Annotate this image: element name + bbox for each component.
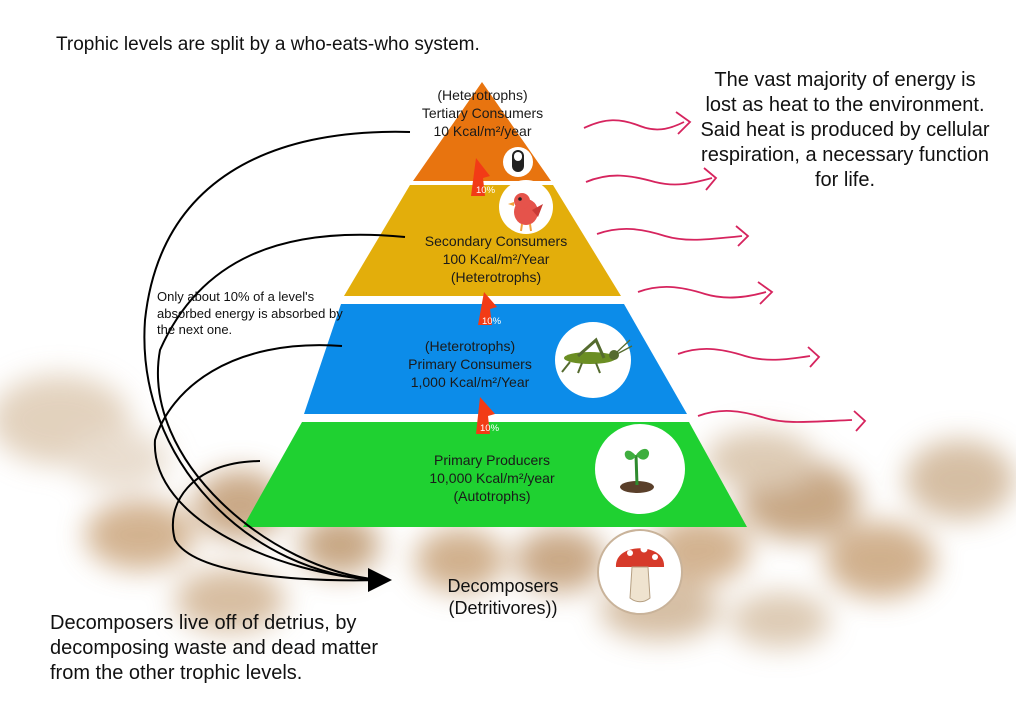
primary-consumers-line3: 1,000 Kcal/m²/Year <box>410 374 530 390</box>
transfer-label: 10% <box>476 185 496 196</box>
seedling-icon <box>595 424 685 514</box>
producers-line3: (Autotrophs) <box>453 488 531 504</box>
decomposer-arrow-head <box>368 568 392 592</box>
transfer-label: 10% <box>480 423 500 434</box>
capsule-icon <box>503 147 533 177</box>
ten-percent-note: Only about 10% of a level's absorbed ene… <box>157 289 343 337</box>
transfer-arrow-1: 10% <box>471 158 496 196</box>
primary-consumers-line2: Primary Consumers <box>408 356 532 372</box>
heat-loss-note: The vast majority of energy is lost as h… <box>700 69 990 191</box>
secondary-line1: Secondary Consumers <box>424 233 568 249</box>
page-title: Trophic levels are split by a who-eats-w… <box>56 34 480 55</box>
bird-icon <box>499 180 553 234</box>
decomposers-label-line1: Decomposers <box>447 576 559 596</box>
producers-line1: Primary Producers <box>434 452 550 468</box>
decomposers-label: Decomposers (Detritivores)) <box>418 575 588 619</box>
primary-consumers-label: (Heterotrophs) Primary Consumers 1,000 K… <box>370 337 570 391</box>
mushroom-icon <box>597 529 683 615</box>
secondary-label: Secondary Consumers 100 Kcal/m²/Year (He… <box>396 232 596 286</box>
transfer-arrow-3: 10% <box>476 397 500 434</box>
transfer-arrow-2: 10% <box>478 292 502 327</box>
primary-consumers-line1: (Heterotrophs) <box>424 338 516 354</box>
producers-line2: 10,000 Kcal/m²/year <box>429 470 555 486</box>
decomposers-label-line2: (Detritivores)) <box>448 598 558 618</box>
secondary-line2: 100 Kcal/m²/Year <box>442 251 550 267</box>
heat-loss-arrows <box>583 111 867 432</box>
transfer-label: 10% <box>482 316 502 327</box>
grasshopper-icon <box>555 322 633 398</box>
decomposer-note: Decomposers live off of detrius, by deco… <box>50 612 378 684</box>
tertiary-line3: 10 Kcal/m²/year <box>433 123 532 139</box>
secondary-line3: (Heterotrophs) <box>450 269 542 285</box>
producers-label: Primary Producers 10,000 Kcal/m²/year (A… <box>392 451 592 505</box>
tertiary-line2: Tertiary Consumers <box>421 105 544 121</box>
decomposer-connectors <box>143 130 411 582</box>
tertiary-label: (Heterotrophs) Tertiary Consumers 10 Kca… <box>400 86 565 140</box>
tertiary-line1: (Heterotrophs) <box>437 87 528 103</box>
